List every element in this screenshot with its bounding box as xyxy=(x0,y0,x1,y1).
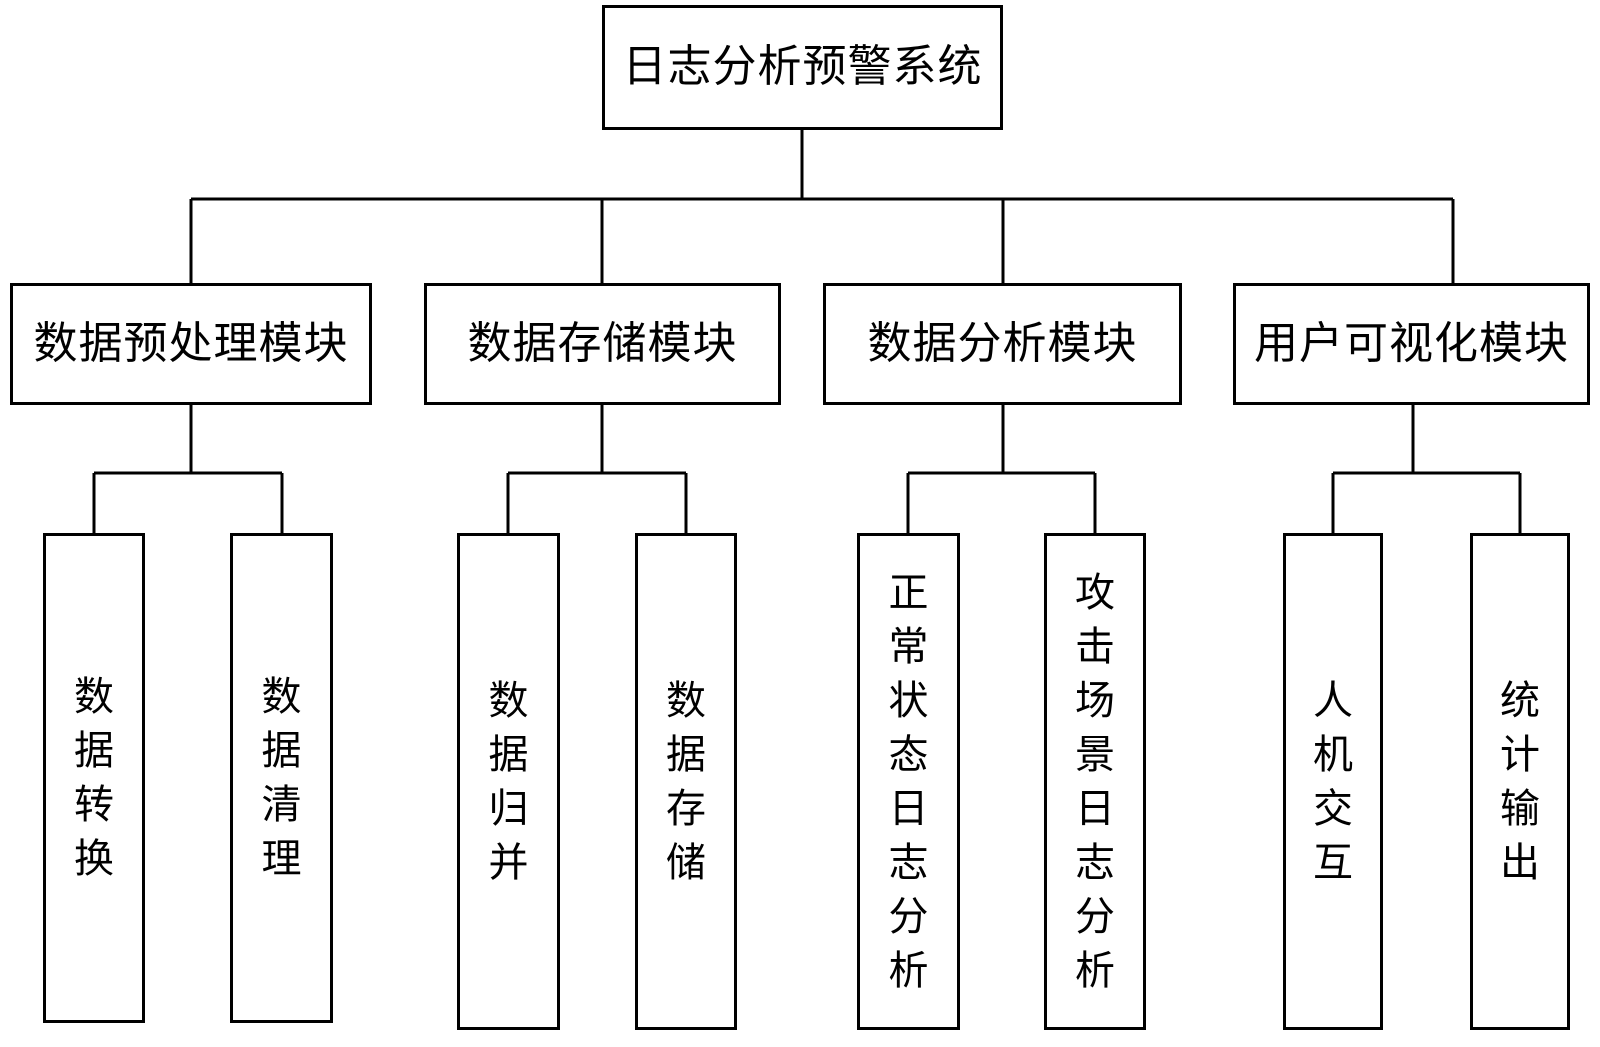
module-node-analysis: 数据分析模块 xyxy=(823,283,1182,405)
leaf-node-data-cleaning: 数据清理 xyxy=(230,533,333,1023)
connector-module4-to-leaves xyxy=(1331,405,1522,533)
leaf-label-human-machine-interaction: 人机交互 xyxy=(1313,678,1353,885)
module-label-storage: 数据存储模块 xyxy=(467,318,738,368)
connector-module1-to-leaves xyxy=(92,405,284,533)
root-node-label: 日志分析预警系统 xyxy=(622,42,983,92)
leaf-node-attack-log-analysis: 攻击场景日志分析 xyxy=(1044,533,1146,1030)
leaf-node-data-storage: 数据存储 xyxy=(635,533,737,1030)
connector-module3-to-leaves xyxy=(906,405,1097,533)
connector-module2-to-leaves xyxy=(506,405,688,533)
module-node-preprocessing: 数据预处理模块 xyxy=(10,283,372,405)
leaf-label-data-conversion: 数据转换 xyxy=(74,675,114,881)
module-node-visualization: 用户可视化模块 xyxy=(1233,283,1590,405)
leaf-label-attack-log-analysis: 攻击场景日志分析 xyxy=(1075,570,1115,993)
module-node-storage: 数据存储模块 xyxy=(424,283,781,405)
root-node: 日志分析预警系统 xyxy=(602,5,1003,130)
module-label-visualization: 用户可视化模块 xyxy=(1254,318,1569,368)
leaf-label-data-merging: 数据归并 xyxy=(488,678,529,885)
leaf-node-normal-log-analysis: 正常状态日志分析 xyxy=(857,533,960,1030)
leaf-node-data-conversion: 数据转换 xyxy=(43,533,145,1023)
leaf-label-data-cleaning: 数据清理 xyxy=(261,675,302,881)
leaf-label-normal-log-analysis: 正常状态日志分析 xyxy=(888,570,929,993)
leaf-label-statistics-output: 统计输出 xyxy=(1500,678,1540,885)
module-label-preprocessing: 数据预处理模块 xyxy=(33,318,349,368)
leaf-node-data-merging: 数据归并 xyxy=(457,533,560,1030)
leaf-node-statistics-output: 统计输出 xyxy=(1470,533,1570,1030)
connector-root-to-modules xyxy=(189,130,1455,283)
leaf-node-human-machine-interaction: 人机交互 xyxy=(1283,533,1383,1030)
leaf-label-data-storage: 数据存储 xyxy=(666,678,706,885)
module-label-analysis: 数据分析模块 xyxy=(867,318,1138,368)
